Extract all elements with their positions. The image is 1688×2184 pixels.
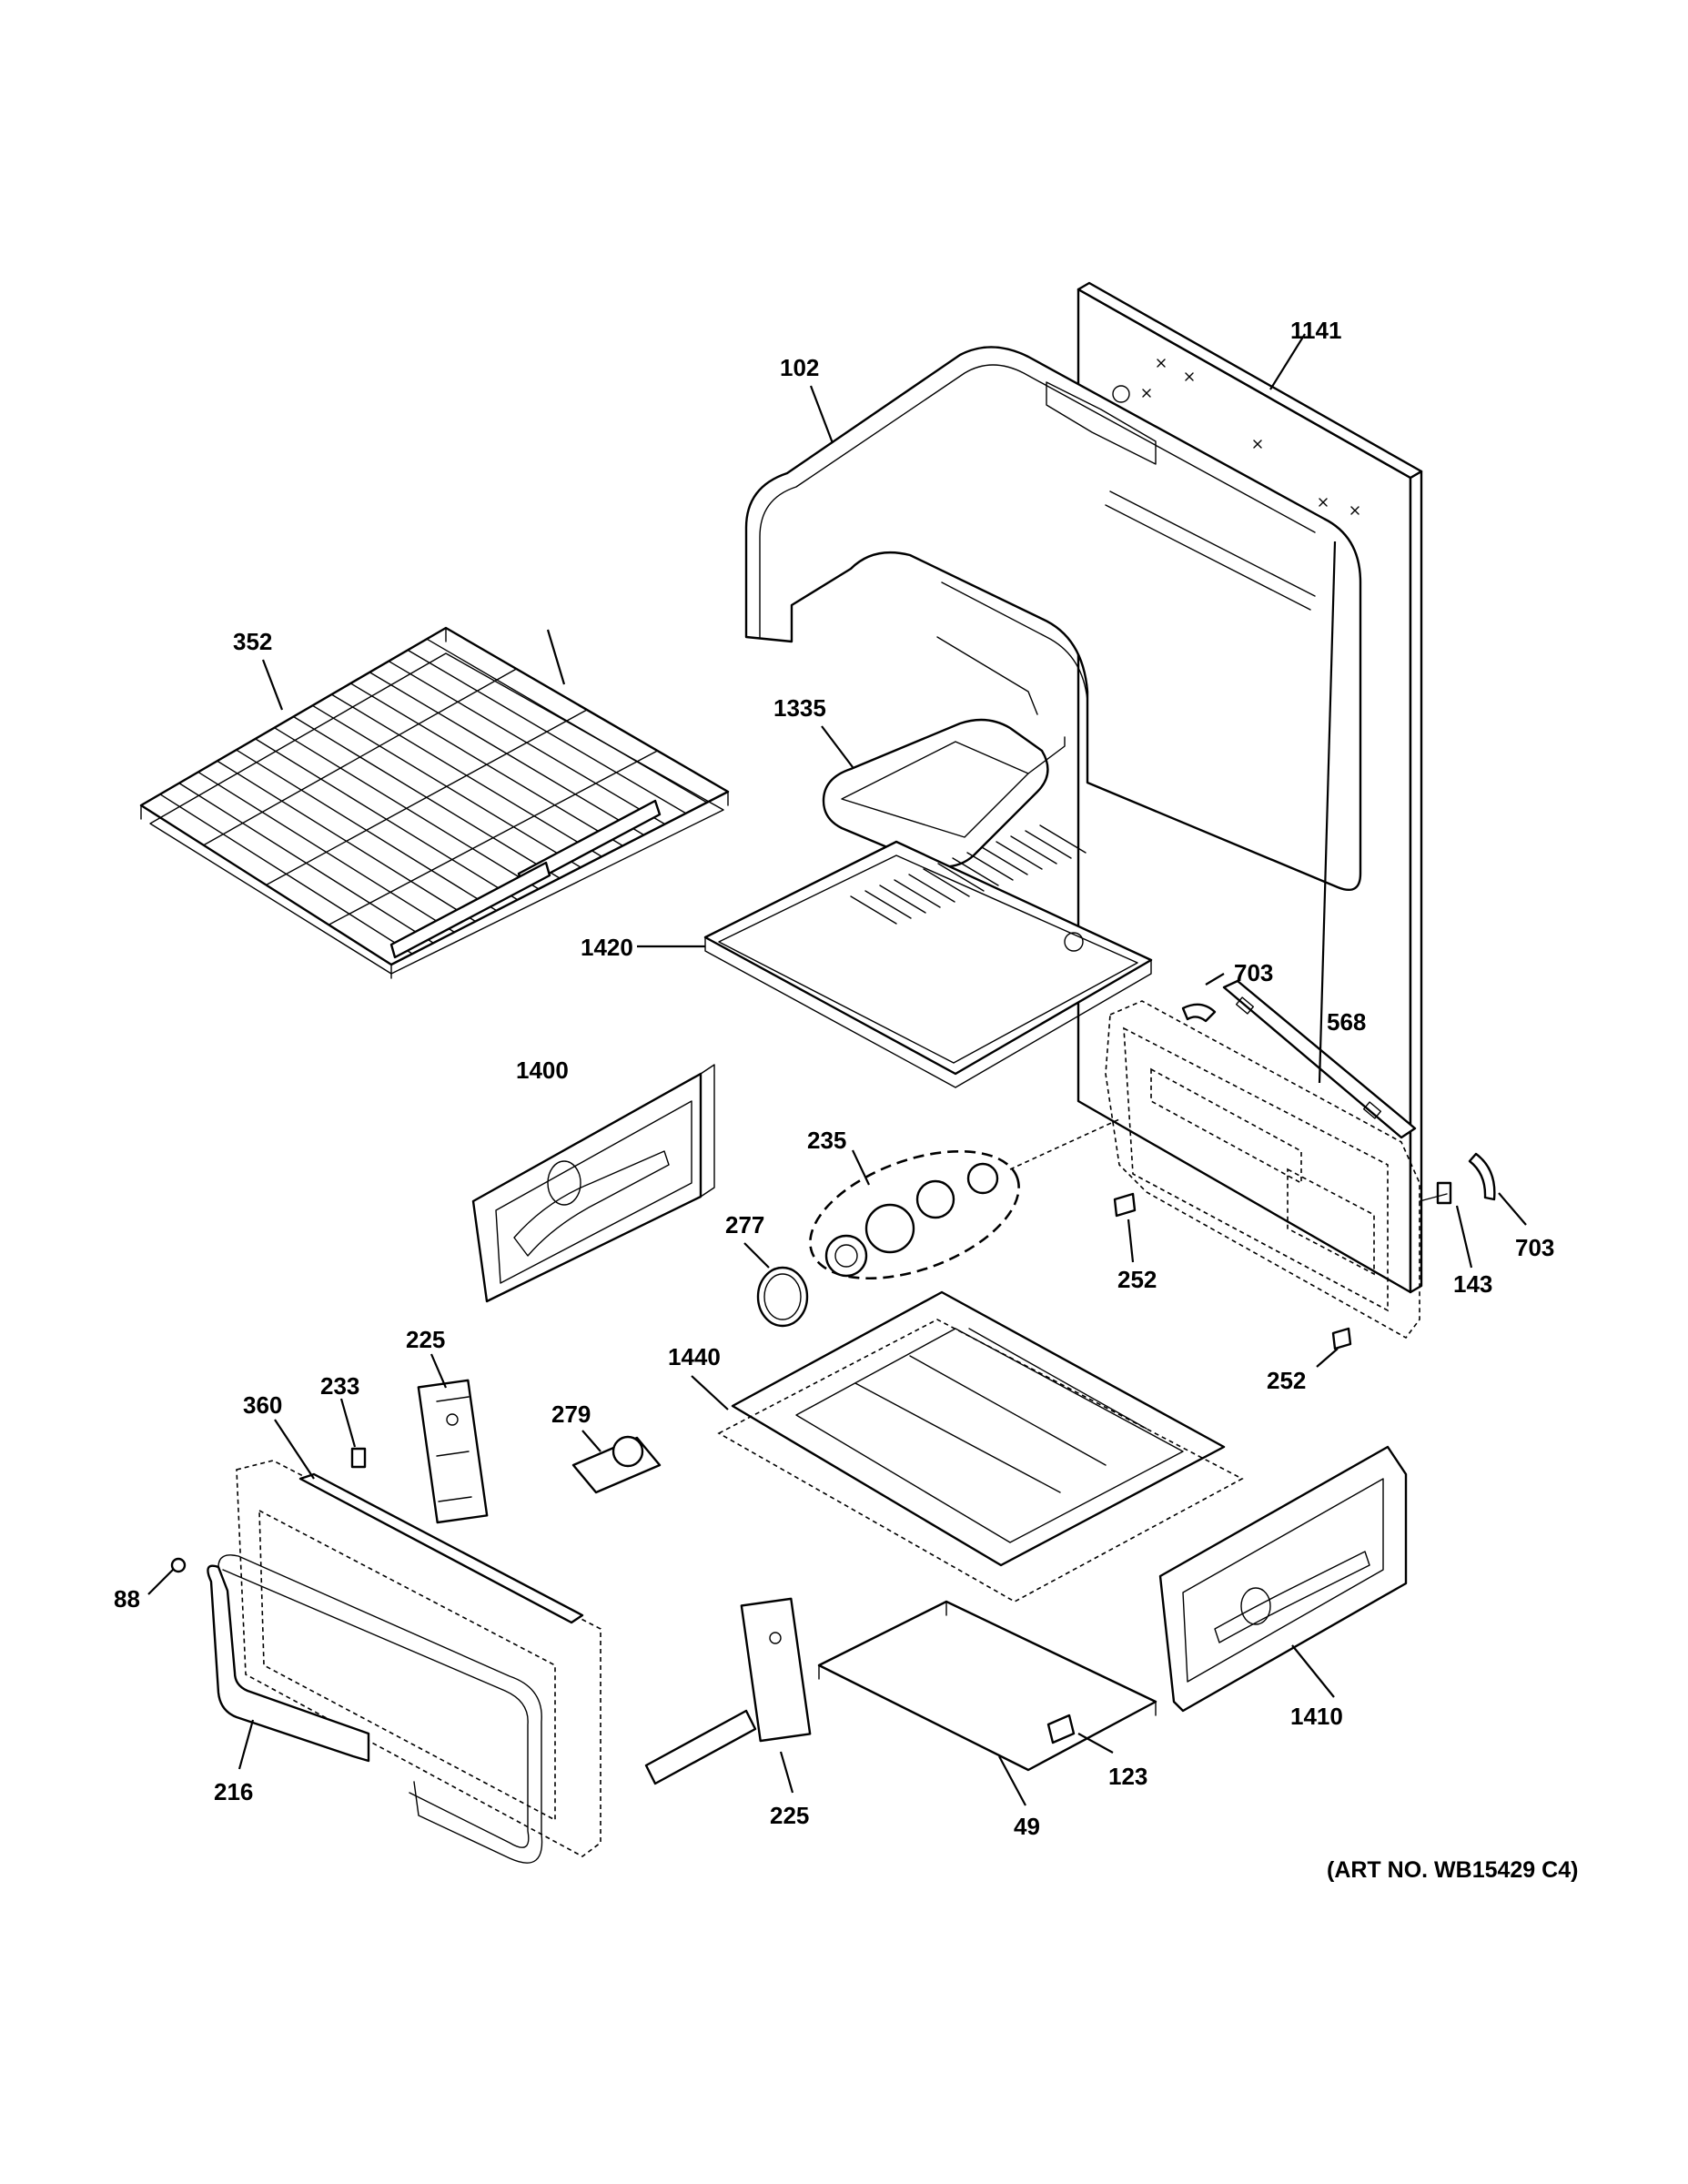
part-fan-cover-1335[interactable] bbox=[822, 718, 1066, 868]
part-ring-277[interactable] bbox=[756, 1266, 809, 1328]
callout-279: 279 bbox=[551, 1400, 591, 1428]
callout-352: 352 bbox=[233, 628, 272, 655]
callout-1141: 1141 bbox=[1290, 317, 1341, 344]
part-outer-wrapper-102[interactable] bbox=[744, 346, 1362, 892]
part-door-liner-360[interactable] bbox=[236, 1460, 601, 1857]
callout-568: 568 bbox=[1327, 1008, 1366, 1036]
part-hinge-225-lower[interactable] bbox=[644, 1597, 812, 1785]
callout-277: 277 bbox=[725, 1211, 764, 1239]
part-bottom-shield-49[interactable] bbox=[817, 1600, 1157, 1772]
part-hinge-225-upper[interactable] bbox=[417, 1379, 489, 1524]
callout-235: 235 bbox=[807, 1127, 846, 1154]
leader-lines bbox=[147, 333, 1527, 1806]
part-clip-252-upper[interactable] bbox=[1113, 1192, 1137, 1218]
callout-703-lower: 703 bbox=[1515, 1234, 1554, 1261]
callout-225-upper: 225 bbox=[406, 1326, 445, 1353]
callout-102: 102 bbox=[780, 354, 819, 381]
callout-216: 216 bbox=[214, 1778, 253, 1805]
callout-252-upper: 252 bbox=[1117, 1266, 1157, 1293]
part-side-panel-ghost bbox=[1105, 1000, 1420, 1340]
part-clip-703-lower[interactable] bbox=[1468, 1152, 1496, 1201]
callout-1335: 1335 bbox=[773, 694, 826, 722]
part-light-assembly-235[interactable] bbox=[793, 1118, 1120, 1303]
part-door-gasket-216[interactable] bbox=[207, 1554, 543, 1864]
part-side-duct-1410[interactable] bbox=[1158, 1445, 1408, 1713]
part-bracket-123[interactable] bbox=[1046, 1714, 1076, 1744]
part-clip-703-upper[interactable] bbox=[1181, 1003, 1217, 1023]
callout-1440: 1440 bbox=[668, 1343, 721, 1370]
part-door-panel-1440[interactable] bbox=[717, 1290, 1244, 1603]
part-plug-88[interactable] bbox=[170, 1557, 187, 1573]
callout-88: 88 bbox=[114, 1585, 140, 1613]
part-thermostat-279[interactable] bbox=[571, 1435, 662, 1494]
callout-225-lower: 225 bbox=[770, 1802, 809, 1829]
callout-49: 49 bbox=[1014, 1813, 1040, 1840]
part-bracket-143[interactable] bbox=[1419, 1181, 1452, 1205]
callout-1400: 1400 bbox=[516, 1057, 569, 1084]
callout-360: 360 bbox=[243, 1391, 282, 1419]
callout-703-upper: 703 bbox=[1234, 959, 1273, 986]
part-pin-233[interactable] bbox=[350, 1447, 367, 1469]
callout-233: 233 bbox=[320, 1372, 359, 1400]
part-side-duct-1400[interactable] bbox=[471, 1064, 715, 1303]
callout-labels: 1141 102 352 1335 1420 703 568 1400 235 … bbox=[114, 317, 1578, 1883]
callout-123: 123 bbox=[1108, 1763, 1147, 1790]
callout-1420: 1420 bbox=[581, 934, 633, 961]
art-number: (ART NO. WB15429 C4) bbox=[1327, 1857, 1578, 1883]
part-oven-rack-352[interactable] bbox=[139, 626, 730, 979]
callout-143: 143 bbox=[1453, 1270, 1492, 1298]
callout-252-lower: 252 bbox=[1267, 1367, 1306, 1394]
callout-1410: 1410 bbox=[1290, 1703, 1343, 1730]
part-clip-252-lower[interactable] bbox=[1331, 1327, 1352, 1350]
